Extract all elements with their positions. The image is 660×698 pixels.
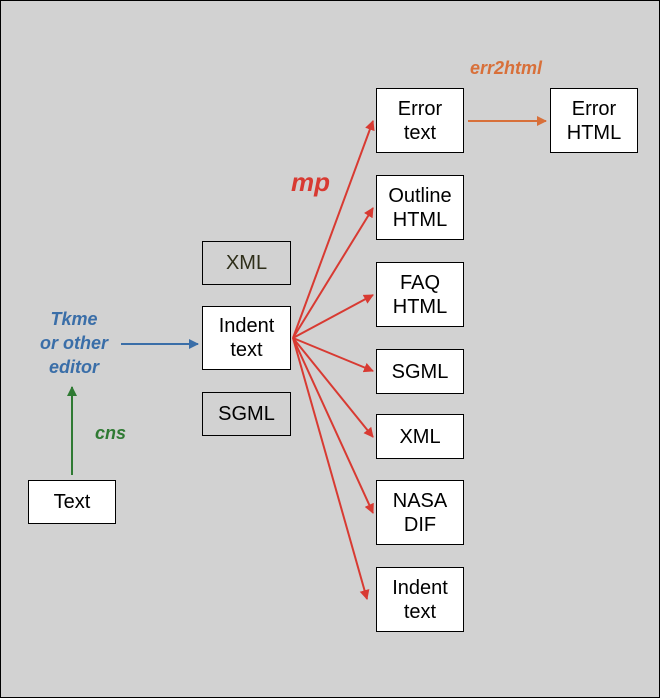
arrow-mp-outline-html	[292, 207, 374, 339]
indent-text-output-line-2: text	[403, 600, 437, 623]
outline-html-line-1: Outline	[388, 184, 452, 207]
mp-label: mp	[291, 167, 330, 197]
text-box: Text	[28, 480, 116, 524]
xml-input-line-1: XML	[225, 252, 268, 274]
faq-html-line-1: FAQ	[399, 271, 440, 294]
tkme-label: Tkme or other editor	[29, 307, 119, 379]
tkme-label-line-1: Tkme	[50, 309, 98, 329]
indent-text-line-1: Indent	[218, 315, 275, 337]
arrow-mp-faq-html	[292, 294, 374, 339]
indent-text-line-2: text	[230, 339, 263, 361]
error-text-box: Error text	[376, 88, 464, 153]
cns-label: cns	[95, 423, 127, 443]
outline-html-box: Outline HTML	[376, 175, 464, 240]
sgml-input-line-1: SGML	[218, 403, 275, 425]
sgml-output-box: SGML	[376, 349, 464, 394]
indent-text-output-line-1: Indent	[392, 576, 448, 599]
error-html-line-1: Error	[571, 97, 617, 120]
xml-input-box: XML	[202, 241, 291, 285]
arrow-mp-nasa-dif	[292, 337, 374, 514]
error-text-line-1: Error	[397, 97, 443, 120]
faq-html-line-2: HTML	[392, 295, 448, 318]
nasa-dif-line-1: NASA	[392, 489, 448, 512]
arrow-mp-error-text	[292, 120, 375, 339]
nasa-dif-box: NASA DIF	[376, 480, 464, 545]
xml-output-line-1: XML	[399, 425, 441, 448]
faq-html-box: FAQ HTML	[376, 262, 464, 327]
error-html-line-2: HTML	[566, 121, 622, 144]
indent-text-box: Indent text	[202, 306, 291, 370]
error-text-line-2: text	[403, 121, 437, 144]
xml-output-box: XML	[376, 414, 464, 459]
tkme-label-line-2: or other	[39, 333, 108, 353]
sgml-output-line-1: SGML	[391, 360, 449, 383]
arrow-mp-xml	[292, 337, 374, 438]
text-box-line-1: Text	[53, 491, 91, 513]
nasa-dif-line-2: DIF	[403, 513, 437, 536]
err2html-label: err2html	[470, 58, 543, 78]
indent-text-output-box: Indent text	[376, 567, 464, 632]
outline-html-line-2: HTML	[392, 208, 448, 231]
arrow-mp-indent-text	[292, 337, 370, 600]
error-html-box: Error HTML	[550, 88, 638, 153]
tkme-label-line-3: editor	[48, 357, 99, 377]
sgml-input-box: SGML	[202, 392, 291, 436]
arrow-mp-sgml	[292, 337, 374, 373]
